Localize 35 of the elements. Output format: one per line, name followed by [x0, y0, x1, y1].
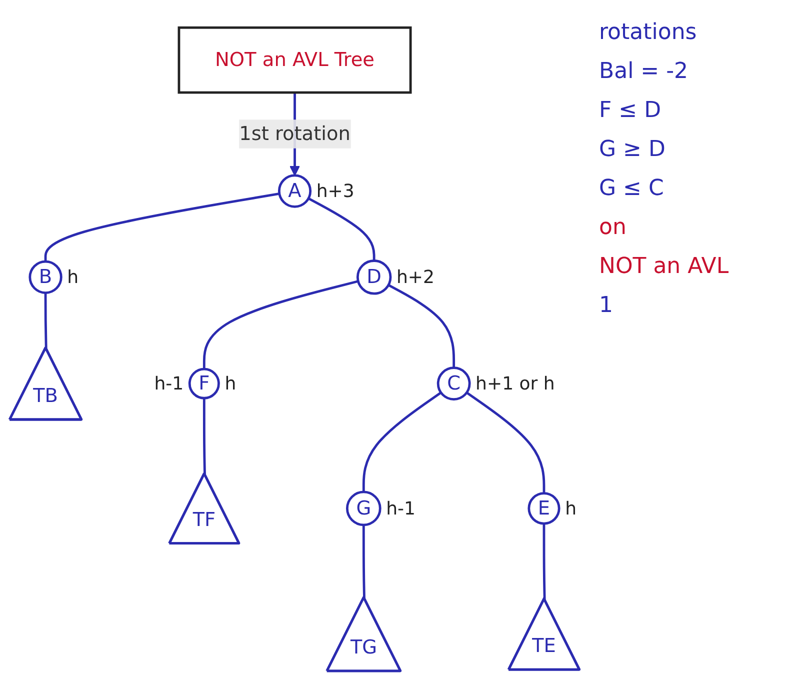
- connector: [542, 523, 546, 600]
- height-label: h+1 or h: [476, 373, 555, 394]
- note-text: F ≤ D: [599, 98, 662, 123]
- note-text: on: [599, 215, 628, 240]
- connector: [44, 292, 48, 348]
- node-circle: B: [28, 260, 62, 294]
- connector: [388, 284, 456, 368]
- connector: [362, 524, 366, 598]
- height-label: h: [224, 373, 236, 394]
- connector: [308, 197, 376, 260]
- height-label: h-1: [154, 373, 184, 394]
- node-circle: E: [528, 492, 560, 524]
- note-text: Bal = -2: [599, 59, 690, 84]
- note-text: G ≥ D: [599, 137, 666, 162]
- height-label: h: [565, 498, 577, 520]
- connector: [362, 391, 442, 492]
- node-circle: G: [346, 490, 382, 526]
- height-label: h+2: [396, 266, 434, 288]
- connector: [44, 192, 280, 262]
- height-label: h: [67, 266, 79, 288]
- connector: [466, 391, 546, 494]
- node-circle: D: [356, 259, 392, 295]
- node-circle: A: [278, 174, 312, 208]
- note-text: 1: [599, 293, 614, 318]
- connector: [202, 398, 206, 474]
- note-text: NOT an AVL: [599, 254, 730, 279]
- note-text: rotations: [599, 20, 698, 45]
- connector: [202, 280, 358, 369]
- node-circle: C: [436, 366, 471, 400]
- note-text: G ≤ C: [599, 176, 665, 201]
- node-box: NOT an AVL Tree: [178, 26, 412, 94]
- edge-label: 1st rotation: [239, 122, 350, 145]
- height-label: h+3: [316, 180, 354, 202]
- node-circle: F: [188, 368, 220, 400]
- height-label: h-1: [386, 498, 416, 520]
